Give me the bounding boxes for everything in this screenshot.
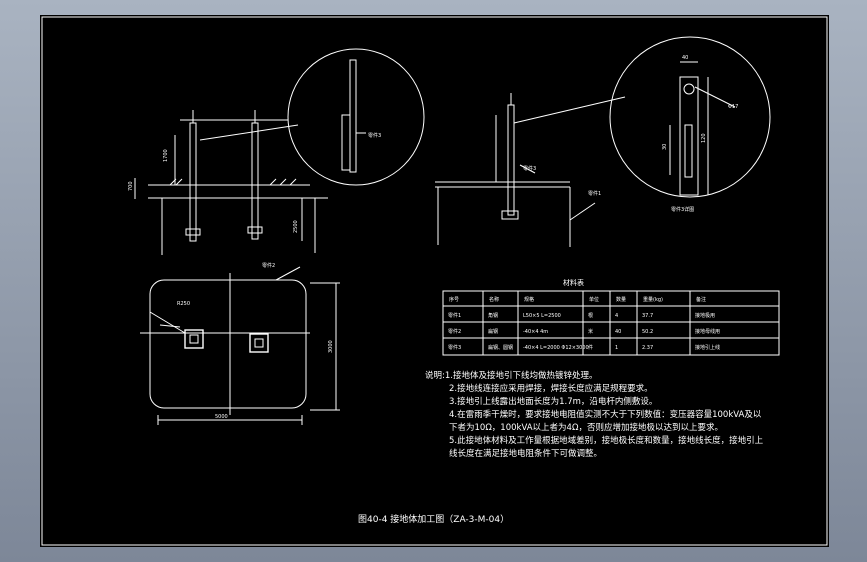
plan-width-dim: 5000 (215, 414, 228, 420)
detail-circle-left: 零件3 (287, 48, 425, 186)
table-header-cell: 规格 (524, 296, 534, 303)
detail-circle-right: 40 120 30 Φ17 零件3详图 (609, 36, 771, 213)
table-header-cell: 名称 (489, 296, 499, 303)
table-cell: 2.37 (642, 345, 653, 351)
table-cell: -40×4 4m (523, 329, 548, 335)
right-rod (507, 104, 515, 216)
plan-callout: 零件2 (262, 262, 275, 269)
table-cell: 零件3 (448, 344, 461, 351)
table-cell: 37.7 (642, 313, 653, 319)
table-cell: 扁钢、圆钢 (488, 344, 513, 351)
detail-right-label: 零件3详图 (671, 206, 694, 213)
detail-dim-30: 30 (662, 144, 668, 150)
table-header-cell: 序号 (449, 296, 459, 303)
table-header-cell: 备注 (696, 296, 706, 303)
plan-radius: R250 (177, 301, 190, 307)
table-title: 材料表 (563, 278, 584, 287)
dim-700: 700 (128, 181, 134, 191)
note-3: 3.接地引上线露出地面长度为1.7m，沿电杆内侧敷设。 (449, 397, 658, 407)
plan-height-dim: 3000 (328, 340, 334, 353)
detail-dim-phi: Φ17 (728, 104, 738, 110)
table-header-cell: 重量(kg) (643, 296, 663, 303)
table-cell: 零件1 (448, 312, 461, 319)
dim-1700: 1700 (163, 149, 169, 162)
right-elevation: 零件1 零件3 (435, 93, 626, 247)
notes: 说明:1.接地体及接地引下线均做热镀锌处理。 2.接地线连接应采用焊接，焊接长度… (425, 370, 785, 461)
plan-rod-right (249, 333, 269, 353)
table-cell: 1 (615, 345, 618, 351)
table-cell: 米 (588, 328, 593, 335)
table-header-cell: 单位 (589, 296, 599, 303)
detail-dim-40: 40 (682, 55, 688, 61)
table-cell: -40×4 L=2000 Φ12×3000 (523, 345, 589, 351)
note-2: 2.接地线连接应采用焊接，焊接长度应满足规程要求。 (449, 384, 653, 394)
dim-2500: 2500 (293, 220, 299, 233)
table-cell: L50×5 L=2500 (523, 313, 561, 319)
table-cell: 50.2 (642, 329, 653, 335)
note-1: 1.接地体及接地引下线均做热镀锌处理。 (444, 371, 598, 381)
drawing-canvas[interactable]: 1700 700 2500 零件3 R250 零件2 5000 (40, 15, 829, 547)
rod-left (189, 122, 197, 242)
right-callout-3: 零件3 (523, 165, 536, 172)
notes-heading: 说明: (425, 371, 445, 381)
table-cell: 40 (615, 329, 621, 335)
table-cell: 扁钢 (488, 328, 498, 335)
table-cell: 根 (588, 312, 593, 319)
note-5: 5.此接地体材料及工作量根据地域差别，接地极长度和数量，接地线长度，接地引上线长… (449, 436, 764, 459)
detail-left-label: 零件3 (368, 132, 381, 139)
plan-rod-left (184, 329, 204, 349)
table-cell: 件 (588, 344, 593, 351)
note-4: 4.在雷雨季干燥时，要求接地电阻值实测不大于下列数值：变压器容量100kVA及以… (449, 410, 762, 433)
cad-drawing: 1700 700 2500 零件3 R250 零件2 5000 (41, 16, 828, 546)
right-callout-1: 零件1 (588, 190, 601, 197)
notes-line: 说明:1.接地体及接地引下线均做热镀锌处理。 (425, 370, 785, 383)
plan-view: R250 零件2 5000 3000 (140, 262, 340, 425)
detail-dim-120: 120 (701, 133, 707, 143)
table-cell: 接地引上线 (695, 344, 720, 351)
table-header-cell: 数量 (616, 296, 626, 303)
table-cell: 零件2 (448, 328, 461, 335)
table-cell: 角钢 (488, 312, 498, 319)
left-elevation: 1700 700 2500 (128, 110, 328, 255)
table-cell: 接地母线用 (695, 328, 720, 335)
table-cell: 接地极用 (695, 312, 715, 319)
table-cell: 4 (615, 313, 618, 319)
drawing-caption: 图40-4 接地体加工图（ZA-3-M-04） (358, 515, 510, 525)
rod-right (251, 122, 259, 240)
drawing-border (41, 16, 828, 546)
